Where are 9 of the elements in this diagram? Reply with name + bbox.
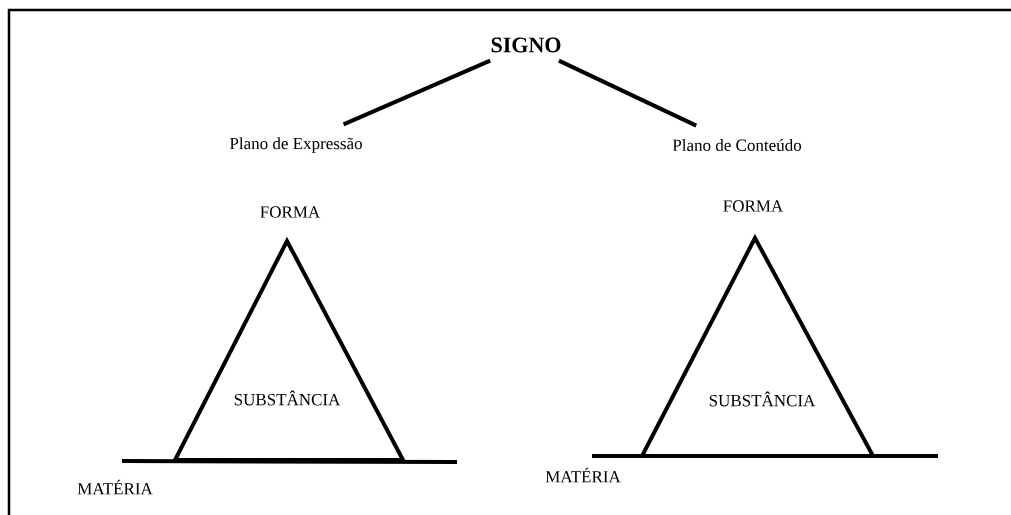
connector-line	[558, 58, 698, 128]
title-text: SIGNO	[491, 37, 561, 53]
triangle-label: MATÉRIA	[545, 467, 621, 483]
triangle-label: FORMA	[723, 200, 784, 212]
plane-label: Plano de Conteúdo	[672, 139, 802, 151]
triangle-label: MATÉRIA	[77, 479, 153, 495]
connector-line	[342, 58, 491, 127]
triangle-label: FORMA	[260, 206, 321, 218]
plane-label: Plano de Expressão	[229, 137, 362, 153]
